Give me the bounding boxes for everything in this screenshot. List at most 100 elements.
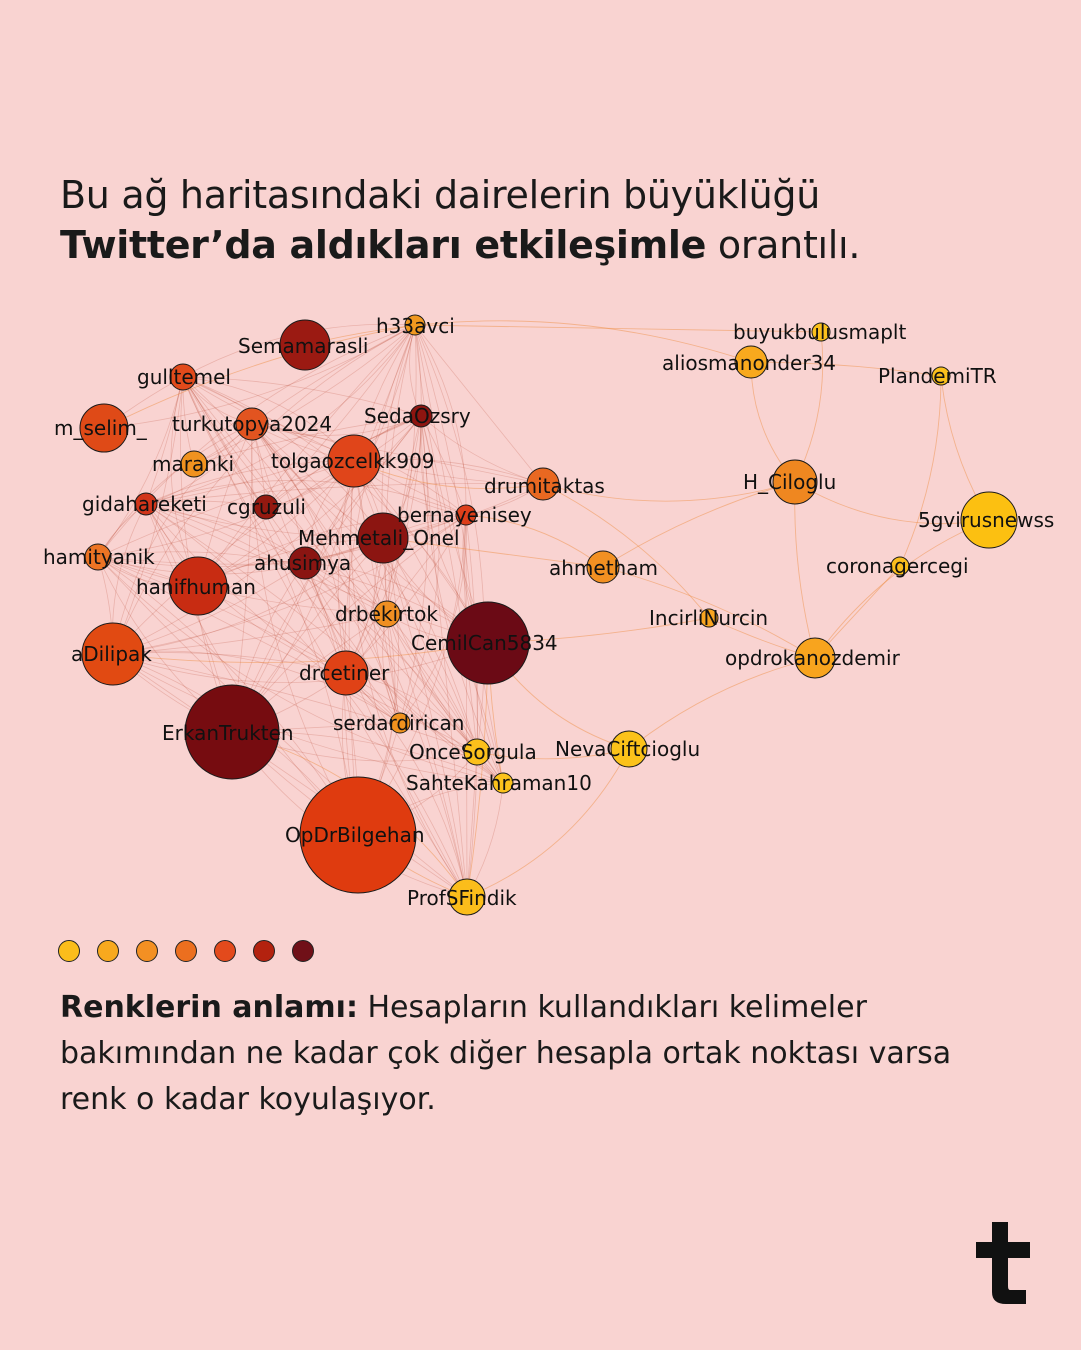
network-edge [386, 613, 478, 753]
node-label-hamityanik: hamityanik [43, 545, 155, 569]
network-edge [251, 423, 468, 898]
network-edge [197, 514, 467, 587]
node-hanifhuman [168, 556, 228, 616]
network-edge [112, 376, 184, 655]
color-explanation: Renklerin anlamı: Hesapların kullandıkla… [60, 985, 1020, 1123]
network-edge [414, 324, 822, 333]
network-edge [112, 650, 401, 724]
node-label-SedaOzsry: SedaOzsry [364, 404, 471, 428]
network-edge [145, 503, 384, 539]
network-edge [399, 415, 440, 724]
network-edge [304, 562, 468, 898]
network-edge [97, 556, 401, 724]
node-drbekirtok [373, 600, 401, 628]
node-aDilipak [81, 622, 145, 686]
network-edge [542, 481, 796, 502]
node-label-bernayenisey: bernayenisey [397, 503, 532, 527]
network-edge [420, 415, 467, 516]
color-legend [58, 940, 314, 962]
network-edge [304, 415, 422, 564]
network-edge [794, 481, 816, 659]
network-edge [251, 423, 347, 674]
node-label-Mehmetali_Onel: Mehmetali_Onel [298, 526, 460, 550]
network-edge [251, 423, 359, 836]
network-edge [145, 376, 184, 505]
network-edge [899, 375, 942, 567]
network-edge [414, 324, 489, 644]
network-edge [193, 324, 416, 465]
network-edge [345, 324, 422, 674]
network-edge [145, 503, 347, 674]
node-IncirliNurcin [699, 608, 719, 628]
explanation-text: Hesapların kullandıkları kelimeler bakım… [60, 990, 952, 1117]
node-drumitaktas [526, 467, 560, 501]
headline-bold: Twitter’da aldıkları etkileşimle [60, 223, 707, 267]
node-label-maranki: maranki [152, 452, 234, 476]
network-edge [602, 481, 796, 568]
network-edge [112, 613, 388, 655]
network-edge [112, 642, 489, 683]
network-edge [345, 514, 467, 674]
headline: Bu ağ haritasındaki dairelerin büyüklüğü… [60, 170, 1040, 270]
network-edge [251, 423, 388, 615]
network-edge [103, 324, 416, 429]
node-cgruzuli [253, 494, 279, 520]
node-tolgaozcelkk909 [327, 434, 381, 488]
network-edge [357, 415, 429, 836]
node-ahmetham [586, 550, 620, 584]
network-labels: Semamaraslih33avcigulltemelm_selim_turku… [43, 314, 1054, 910]
network-edge [112, 642, 489, 664]
network-edge [112, 415, 422, 655]
network-edge [145, 503, 489, 644]
network-edge [386, 415, 422, 615]
network-edge [145, 503, 478, 753]
network-edge [145, 503, 401, 724]
node-PlandemiTR [931, 366, 951, 386]
network-graph: Semamaraslih33avcigulltemelm_selim_turku… [43, 314, 1054, 916]
network-edge [145, 482, 544, 505]
legend-dot-6 [253, 940, 275, 962]
network-edge [182, 376, 347, 674]
network-edge [465, 514, 468, 898]
node-label-turkutopya2024: turkutopya2024 [172, 412, 332, 436]
node-label-H_Ciloglu: H_Ciloglu [743, 470, 836, 494]
network-edge [414, 324, 544, 485]
network-edge [112, 653, 504, 784]
node-H_Ciloglu [772, 459, 818, 505]
network-edge [304, 562, 478, 753]
node-NevaCiftcioglu [610, 730, 648, 768]
network-edge [182, 376, 468, 898]
node-label-serdardirican: serdardirican [333, 711, 464, 735]
network-edge [345, 672, 504, 784]
network-edge [465, 514, 604, 568]
node-label-drumitaktas: drumitaktas [484, 474, 605, 498]
legend-dot-4 [175, 940, 197, 962]
node-label-PlandemiTR: PlandemiTR [878, 364, 997, 388]
node-label-ErkanTrukten: ErkanTrukten [162, 721, 294, 745]
node-5gvirusnewss [960, 491, 1018, 549]
network-edge [381, 324, 416, 539]
network-edge [414, 324, 485, 753]
network-edge [145, 324, 416, 505]
network-edges [97, 320, 990, 898]
node-label-tolgaozcelkk909: tolgaozcelkk909 [271, 449, 435, 473]
network-edge [182, 376, 478, 753]
network-edge [304, 562, 401, 724]
network-edge [251, 423, 504, 784]
node-buyukbulusmaplt [811, 322, 831, 342]
network-edge [420, 415, 468, 898]
network-edge [251, 324, 416, 425]
network-edge [197, 415, 422, 587]
network-edge [382, 537, 468, 898]
node-label-aDilipak: aDilipak [71, 642, 152, 666]
node-label-OpDrBilgehan: OpDrBilgehan [285, 823, 425, 847]
network-edge [112, 653, 468, 898]
node-label-drbekirtok: drbekirtok [335, 602, 438, 626]
network-edge [112, 460, 355, 655]
network-edge [420, 415, 504, 784]
node-m_selim_ [79, 403, 129, 453]
node-label-buyukbulusmaplt: buyukbulusmaplt [733, 320, 906, 344]
network-edge [145, 415, 422, 505]
legend-dot-3 [136, 940, 158, 962]
network-edge [182, 376, 306, 564]
